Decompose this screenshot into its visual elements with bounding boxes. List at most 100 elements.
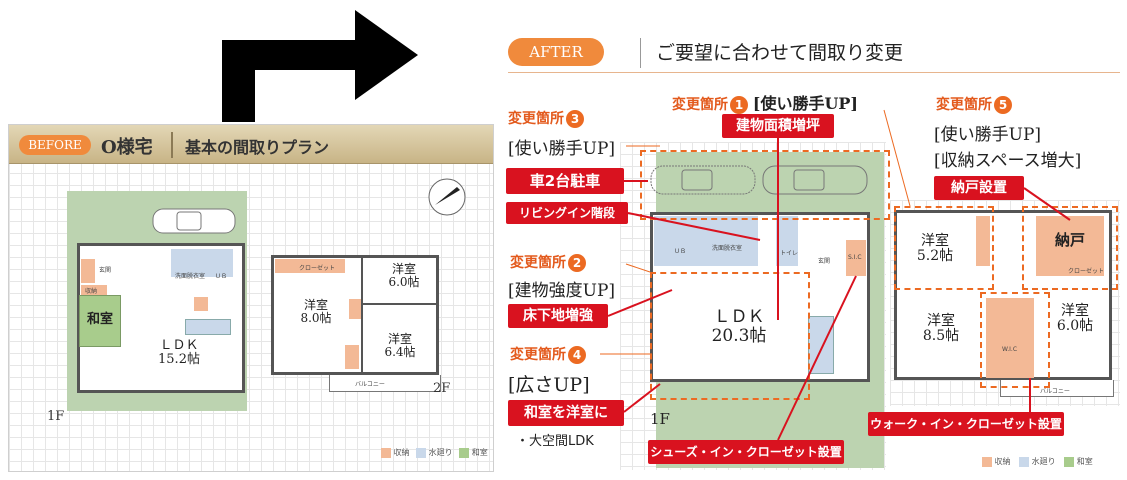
after-sic-area xyxy=(846,240,866,276)
header-divider xyxy=(171,132,173,158)
callout-big-ldk: ・大空間LDK xyxy=(516,434,594,449)
after-toilet-area xyxy=(776,216,798,266)
before-room-b: 洋室 8.0帖 xyxy=(281,298,351,326)
change-5-num: 5 xyxy=(994,96,1012,114)
before-2f-closet-label: クローゼット xyxy=(299,265,336,272)
after-car-2-icon xyxy=(762,165,868,195)
change-5-label: 変更箇所 xyxy=(936,97,992,113)
before-2f-divider-1 xyxy=(361,257,363,373)
before-kitchen xyxy=(185,319,231,335)
before-room-a: 洋室 6.0帖 xyxy=(369,262,439,290)
before-storage-1 xyxy=(81,259,95,283)
change-1-desc: [使い勝手UP] xyxy=(752,94,859,113)
after-balcony xyxy=(1000,380,1114,397)
transition-arrow xyxy=(222,10,418,122)
after-car-1-icon xyxy=(650,165,756,195)
change-1-label: 変更箇所 xyxy=(672,97,728,113)
before-floor1-label: 1F xyxy=(47,409,65,424)
change-4-label: 変更箇所 xyxy=(510,347,566,363)
before-ldk-size: 15.2帖 xyxy=(158,352,200,368)
after-room-a: 洋室 5.2帖 xyxy=(900,233,970,265)
callout-walkin: ウォーク・イン・クローゼット設置 xyxy=(868,412,1064,436)
before-car-icon xyxy=(152,208,236,234)
after-room-b-size: 8.5帖 xyxy=(922,328,960,345)
callout-washitsu-to-yoshitsu: 和室を洋室に xyxy=(508,400,624,426)
after-room-a-name: 洋室 xyxy=(921,233,949,249)
after-legend-storage: 収納 xyxy=(994,457,1011,466)
change-1-num: 1 xyxy=(730,96,748,114)
after-nando-area xyxy=(1036,216,1104,276)
zone-ldk xyxy=(650,272,810,400)
after-sic-label: S.I.C xyxy=(848,254,862,261)
after-legend-storage-swatch xyxy=(982,456,992,467)
after-nando-label: 納戸 xyxy=(1054,231,1085,249)
before-ldk-name: ＬＤＫ xyxy=(159,338,199,353)
after-water-area xyxy=(654,216,758,266)
after-room-c: 洋室 6.0帖 xyxy=(1040,303,1110,335)
before-balcony xyxy=(329,375,441,392)
change-3-desc: [使い勝手UP] xyxy=(508,139,616,159)
before-room-b-name: 洋室 xyxy=(303,298,328,312)
after-balcony-label: バルコニー xyxy=(1040,388,1070,395)
after-legend: 収納 水廻り 和室 xyxy=(982,456,1093,467)
after-room-c-name: 洋室 xyxy=(1061,303,1089,319)
before-subtitle: 基本の間取りプラン xyxy=(185,138,330,157)
zone-parking xyxy=(640,150,890,220)
after-legend-water: 水廻り xyxy=(1031,457,1056,466)
before-washitsu xyxy=(79,295,121,347)
after-wic-area xyxy=(986,298,1034,378)
before-2f-storage-2 xyxy=(349,299,363,319)
after-room-c-size: 6.0帖 xyxy=(1056,318,1094,335)
before-title: O様宅 xyxy=(101,137,153,158)
before-ldk-label: ＬＤＫ 15.2帖 xyxy=(139,338,219,368)
change-2-desc: [建物強度UP] xyxy=(508,281,616,301)
callout-nando: 納戸設置 xyxy=(934,176,1024,200)
legend-storage-swatch xyxy=(381,447,391,458)
before-room-c-size: 6.4帖 xyxy=(384,345,416,360)
after-toilet-label: トイレ xyxy=(780,250,799,257)
compass-icon xyxy=(428,178,466,216)
zone-wic xyxy=(980,292,1050,388)
before-storage-3 xyxy=(194,297,208,311)
after-ldk-label: ＬＤＫ 20.3帖 xyxy=(684,308,794,345)
before-washitsu-label: 和室 xyxy=(86,312,113,327)
callout-area-increase: 建物面積増坪 xyxy=(722,114,834,138)
after-badge: AFTER xyxy=(508,38,604,66)
after-wash-label: 洗面脱衣室 xyxy=(712,245,743,252)
after-header: AFTER ご要望に合わせて間取り変更 xyxy=(508,34,1120,74)
after-legend-washitsu-swatch xyxy=(1064,456,1075,467)
callout-floor-reinforce: 床下地増強 xyxy=(508,304,608,328)
change-2-num: 2 xyxy=(568,254,586,272)
before-room-a-size: 6.0帖 xyxy=(388,275,420,290)
legend-washitsu: 和室 xyxy=(471,448,488,457)
before-2f-divider-2 xyxy=(363,303,437,305)
legend-water: 水廻り xyxy=(428,448,453,457)
zone-nando xyxy=(894,206,994,290)
after-closet-strip xyxy=(976,216,990,266)
zone-nando-right xyxy=(1022,206,1118,290)
after-genkan-label: 玄関 xyxy=(818,258,831,265)
callout-parking: 車2台駐車 xyxy=(506,168,624,194)
after-wic-label: W.I.C xyxy=(1002,346,1018,353)
after-floor1-label: 1F xyxy=(650,410,670,428)
change-4-num: 4 xyxy=(568,346,586,364)
before-water-area xyxy=(171,249,233,277)
before-badge: BEFORE xyxy=(19,135,91,155)
before-room-c: 洋室 6.4帖 xyxy=(365,332,435,360)
after-room-b: 洋室 8.5帖 xyxy=(906,313,976,345)
before-room-b-size: 8.0帖 xyxy=(300,311,332,326)
before-legend: 収納 水廻り 和室 xyxy=(381,447,488,458)
before-balcony-label: バルコニー xyxy=(355,381,385,388)
after-legend-washitsu: 和室 xyxy=(1076,457,1093,466)
legend-storage: 収納 xyxy=(393,448,410,457)
before-storage-label: 収納 xyxy=(85,288,98,295)
after-room-b-name: 洋室 xyxy=(927,313,955,329)
change-2-label: 変更箇所 xyxy=(510,255,566,271)
callout-living-stairs: リビングイン階段 xyxy=(506,202,628,224)
after-ub-label: ＵＢ xyxy=(674,248,687,255)
change-5-desc-2: [収納スペース増大] xyxy=(934,151,1082,171)
before-wash-label: 洗面脱衣室 xyxy=(175,273,206,280)
